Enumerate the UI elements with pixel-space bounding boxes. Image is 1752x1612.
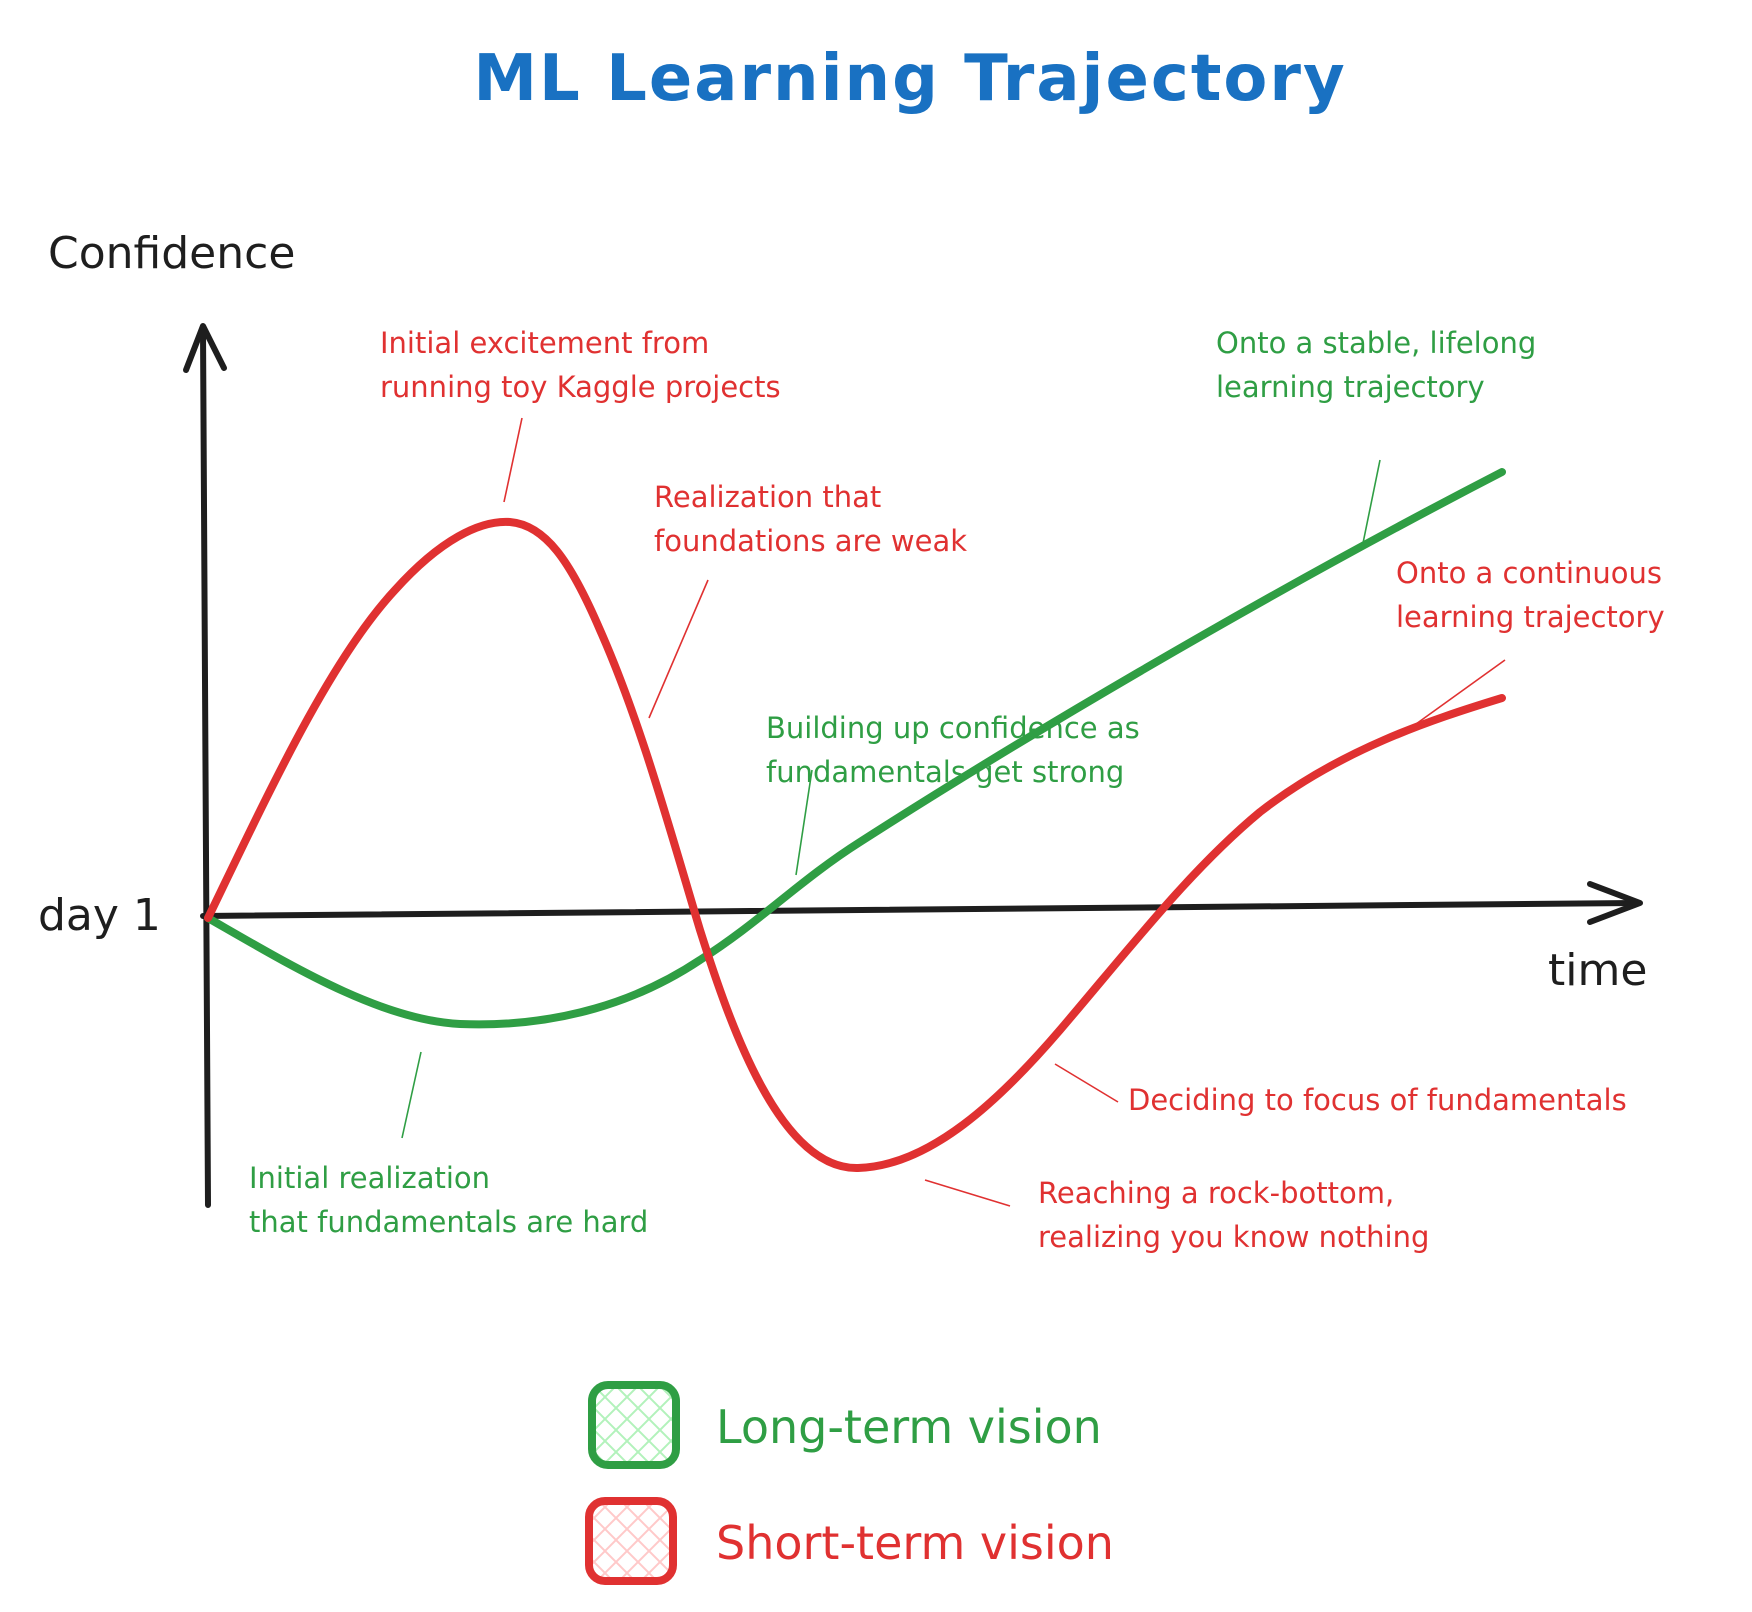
annotation-line: running toy Kaggle projects <box>380 370 781 404</box>
x-axis-arrowhead <box>1587 881 1643 925</box>
annotation-line: that fundamentals are hard <box>249 1205 648 1239</box>
annotation-line: Initial excitement from <box>380 326 709 360</box>
annotation-line: fundamentals get strong <box>766 755 1124 789</box>
leader-stable <box>1361 459 1381 549</box>
legend: Long-term vision Short-term vision <box>585 1381 1114 1585</box>
annotation-line: Deciding to focus of fundamentals <box>1128 1083 1627 1117</box>
leader-continuous <box>1415 659 1506 725</box>
annotation-initial-hard: Initial realization that fundamentals ar… <box>249 1161 648 1239</box>
annotation-line: foundations are weak <box>654 524 967 558</box>
annotation-line: Building up confidence as <box>766 711 1140 745</box>
legend-swatch-long-term <box>588 1381 680 1469</box>
annotation-line: realizing you know nothing <box>1038 1220 1429 1254</box>
annotation-rock-bottom: Reaching a rock-bottom, realizing you kn… <box>1038 1176 1429 1254</box>
annotation-line: Onto a continuous <box>1396 556 1662 590</box>
leader-rock-bottom <box>924 1179 1011 1207</box>
y-axis-arrowhead <box>183 323 227 373</box>
annotation-excitement: Initial excitement from running toy Kagg… <box>380 326 781 404</box>
diagram-title: ML Learning Trajectory <box>473 42 1346 116</box>
leader-lines <box>401 417 1506 1207</box>
axes <box>183 323 1643 1208</box>
annotation-line: Reaching a rock-bottom, <box>1038 1176 1394 1210</box>
x-axis-label: time <box>1548 945 1647 996</box>
legend-item-short-term: Short-term vision <box>585 1497 1114 1585</box>
short-term-curve <box>204 517 1506 1173</box>
annotation-realization-weak: Realization that foundations are weak <box>654 480 967 558</box>
legend-label-short-term: Short-term vision <box>716 1516 1114 1570</box>
leader-deciding <box>1054 1063 1119 1103</box>
leader-excitement <box>503 417 523 503</box>
y-axis-label: Confidence <box>48 228 295 279</box>
annotation-line: learning trajectory <box>1216 370 1485 404</box>
legend-item-long-term: Long-term vision <box>588 1381 1102 1469</box>
legend-swatch-short-term <box>585 1497 677 1585</box>
leader-building-up <box>795 769 813 876</box>
annotation-line: Onto a stable, lifelong <box>1216 326 1536 360</box>
annotation-line: Realization that <box>654 480 881 514</box>
annotation-stable: Onto a stable, lifelong learning traject… <box>1216 326 1546 404</box>
origin-label: day 1 <box>38 890 161 941</box>
long-term-curve <box>204 468 1506 1029</box>
leader-initial-hard <box>401 1051 422 1139</box>
x-axis-line <box>200 900 1639 919</box>
annotation-line: learning trajectory <box>1396 600 1665 634</box>
leader-realization-weak <box>648 579 709 719</box>
annotation-building-up: Building up confidence as fundamentals g… <box>766 711 1149 789</box>
annotation-deciding: Deciding to focus of fundamentals <box>1128 1083 1627 1117</box>
legend-label-long-term: Long-term vision <box>716 1400 1102 1454</box>
annotation-line: Initial realization <box>249 1161 490 1195</box>
annotation-continuous: Onto a continuous learning trajectory <box>1396 556 1671 634</box>
y-axis-line <box>200 327 211 1208</box>
